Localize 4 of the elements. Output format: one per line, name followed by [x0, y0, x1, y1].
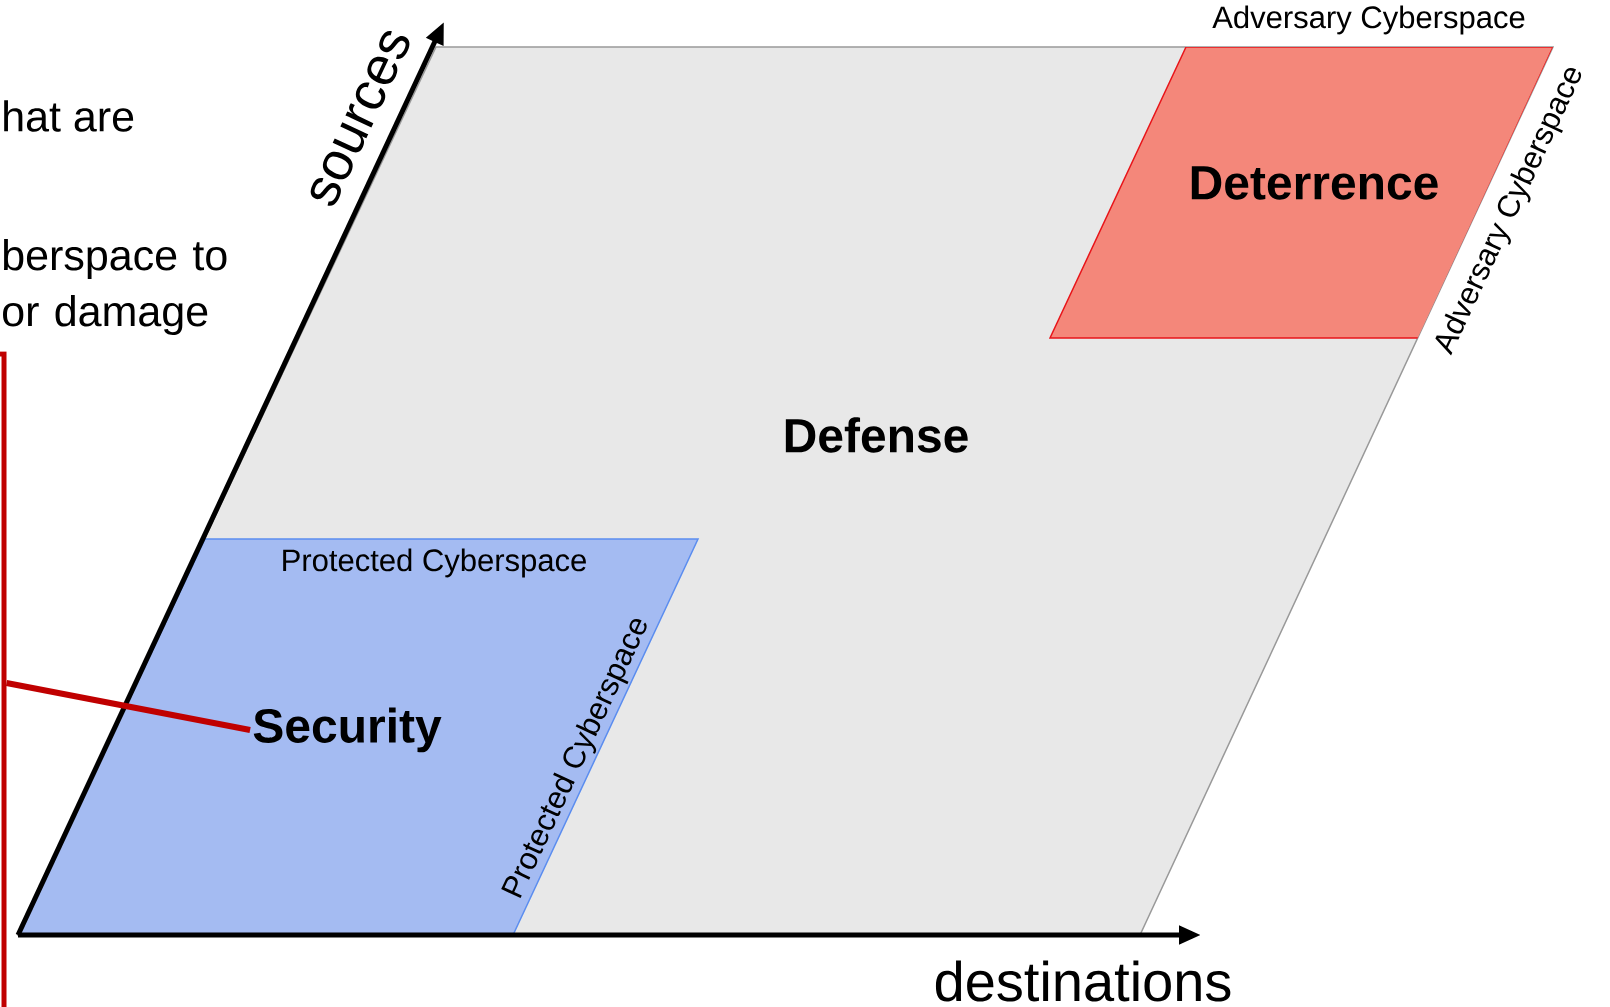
callout-box [0, 351, 7, 1007]
region-label: Adversary Cyberspace [1212, 5, 1525, 35]
leader-line [5, 680, 251, 733]
axis-label: destinations [935, 960, 1231, 1002]
